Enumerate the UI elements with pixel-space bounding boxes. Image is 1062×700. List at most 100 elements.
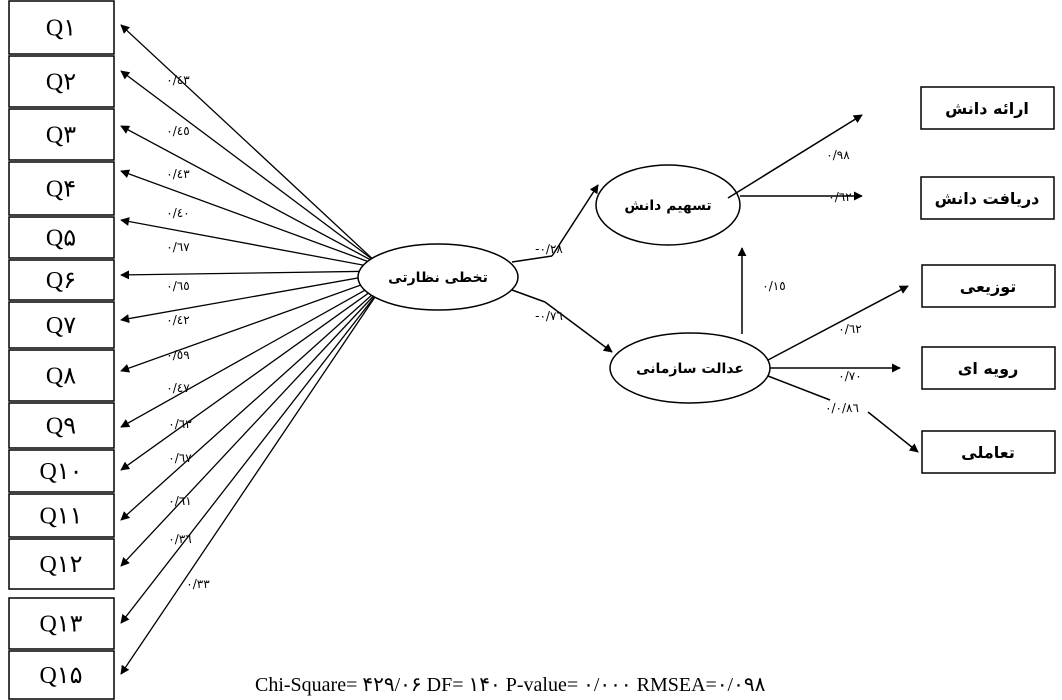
observed-variable: Q١٠ xyxy=(8,449,115,493)
coef-interactional: ۰/۰/٨٦ xyxy=(825,401,859,415)
coef-provide-knowledge: ۰/٩٨ xyxy=(826,148,850,162)
observed-variable: Q۴ xyxy=(8,161,115,216)
coef-justice-to-sharing: ۰/١٥ xyxy=(762,279,785,293)
observed-variable: Q۶ xyxy=(8,259,115,301)
loading-coefficient: ۰/٦٧ xyxy=(168,451,192,465)
observed-box xyxy=(8,538,115,590)
observed-box xyxy=(8,259,115,301)
observed-variable: Q٢ xyxy=(8,55,115,108)
observed-box xyxy=(8,108,115,161)
observed-label: Q١٣ xyxy=(39,612,82,638)
observed-variable: Q١١ xyxy=(8,493,115,538)
indicator-procedural: رویه ای xyxy=(958,359,1019,378)
loading-coefficient: ۰/٤٣ xyxy=(166,167,190,181)
observed-label: Q۵ xyxy=(46,226,76,252)
observed-box xyxy=(8,650,115,700)
loading-path xyxy=(120,290,380,624)
loading-path xyxy=(120,272,387,324)
coef-supervision-to-justice: -۰/٧٦ xyxy=(535,309,563,323)
observed-variable: Q٧ xyxy=(8,301,115,349)
observed-label: Q١٠ xyxy=(39,459,82,485)
fit-statistics: Chi-Square= ۴٢٩/۰۶ DF= ١۴۰ P-value= ۰/۰۰… xyxy=(255,674,766,696)
observed-box xyxy=(8,216,115,259)
loading-coefficient: ۰/٣٦ xyxy=(168,532,191,546)
loading-coefficient: ۰/٤٣ xyxy=(166,73,190,87)
justice-indicators: توزیعی رویه ای تعاملی ۰/٦٢ ۰/٧۰ ۰/۰/٨٦ xyxy=(767,264,1056,474)
loading-coefficient: ۰/٤٥ xyxy=(166,124,189,138)
indicator-box-provide-knowledge xyxy=(920,86,1055,130)
observed-label: Q١١ xyxy=(39,504,82,530)
path-supervision-to-sharing xyxy=(551,184,599,257)
observed-label: Q٢ xyxy=(46,70,76,96)
indicator-box-interactional xyxy=(921,430,1056,474)
loading-coefficient: ۰/٥٩ xyxy=(166,348,189,362)
observed-box xyxy=(8,301,115,349)
loading-coefficient: ۰/٤۰ xyxy=(166,206,189,220)
indicator-provide-knowledge: ارائه دانش xyxy=(945,99,1029,118)
coef-procedural: ۰/٧۰ xyxy=(838,369,861,383)
latent-knowledge-sharing-label: تسهیم دانش xyxy=(624,198,711,214)
observed-box xyxy=(8,493,115,538)
observed-box xyxy=(8,161,115,216)
loading-path xyxy=(120,125,383,267)
observed-box xyxy=(8,55,115,108)
loading-coefficient: ۰/٤٧ xyxy=(166,381,190,395)
observed-variable: Q٨ xyxy=(8,349,115,402)
observed-label: Q٨ xyxy=(46,364,76,390)
observed-box xyxy=(8,449,115,493)
observed-box xyxy=(8,402,115,449)
loading-path xyxy=(120,24,379,265)
observed-variable: Q١٢ xyxy=(8,538,115,590)
latent-supervision: تخطی نظارتی xyxy=(357,243,519,311)
loading-coefficients: ۰/٤٣ ۰/٤٥ ۰/٤٣ ۰/٤۰ ۰/٦٧ ۰/٦٥ ۰/٤٢ ۰/٥٩ ۰/٤٧ ۰/٦٣… xyxy=(166,73,210,591)
latent-knowledge-sharing: تسهیم دانش xyxy=(595,164,741,246)
loading-coefficient: ۰/٦١ xyxy=(168,494,191,508)
loading-path xyxy=(120,281,385,471)
indicator-box-procedural xyxy=(921,346,1056,390)
loading-path xyxy=(120,70,381,266)
sharing-indicators: ارائه دانش دریافت دانش ۰/٩٨ ۰/٦٢ xyxy=(727,86,1055,220)
coef-supervision-to-sharing: -۰/٢٨ xyxy=(535,242,563,256)
loading-path xyxy=(120,275,387,373)
observed-label: Q٣ xyxy=(46,123,76,149)
structural-paths: -۰/٢٨ -۰/٧٦ ۰/١٥ xyxy=(511,184,786,353)
observed-label: Q۶ xyxy=(46,268,76,294)
loading-coefficient: ۰/٣٣ xyxy=(186,577,210,591)
latent-supervision-label: تخطی نظارتی xyxy=(388,270,488,286)
loading-path xyxy=(120,287,382,567)
observed-label: Q٩ xyxy=(46,414,76,440)
observed-variable: Q١٣ xyxy=(8,597,115,650)
observed-variable: Q٣ xyxy=(8,108,115,161)
observed-label: Q١ xyxy=(46,16,76,42)
observed-variable: Q۵ xyxy=(8,216,115,259)
latent-org-justice: عدالت سازمانی xyxy=(609,332,771,404)
indicator-distributive: توزیعی xyxy=(960,277,1016,296)
coef-receive-knowledge: ۰/٦٢ xyxy=(828,190,851,204)
observed-box xyxy=(8,597,115,650)
latent-org-justice-label: عدالت سازمانی xyxy=(636,361,744,377)
loading-paths xyxy=(120,24,387,675)
observed-variable: Q١۵ xyxy=(8,650,115,700)
loading-path xyxy=(120,293,378,675)
observed-label: Q١٢ xyxy=(39,552,82,578)
loading-path xyxy=(120,278,386,428)
observed-box xyxy=(8,349,115,402)
loading-coefficient: ۰/٦٣ xyxy=(168,417,192,431)
observed-label: Q٧ xyxy=(46,313,76,339)
loading-coefficient: ۰/٦٧ xyxy=(166,240,190,254)
observed-label: Q١۵ xyxy=(39,663,82,689)
loading-path xyxy=(120,217,385,270)
loading-path xyxy=(120,270,386,280)
loading-coefficient: ۰/٤٢ xyxy=(166,313,189,327)
observed-variable: Q١ xyxy=(8,0,115,55)
loading-coefficient: ۰/٦٥ xyxy=(166,279,189,293)
indicator-box-distributive xyxy=(921,264,1056,308)
indicator-interactional: تعاملی xyxy=(961,443,1015,462)
indicator-box-receive-knowledge xyxy=(920,176,1055,220)
loading-path xyxy=(120,284,384,521)
loading-path xyxy=(120,169,384,268)
path-supervision-to-justice xyxy=(544,301,613,353)
observed-box xyxy=(8,0,115,55)
